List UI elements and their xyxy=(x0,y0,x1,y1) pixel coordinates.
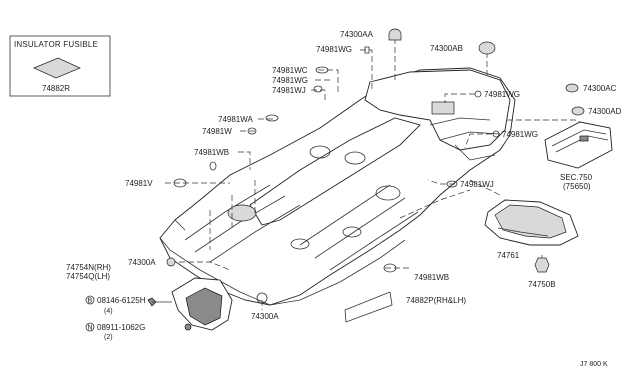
left-sill xyxy=(159,219,271,306)
right-floor-ribs xyxy=(299,184,419,271)
label-08146-qty: (4) xyxy=(104,308,113,315)
leader-74300A-left xyxy=(170,261,231,271)
center-tunnel xyxy=(249,117,421,226)
clip-74981WA-icon xyxy=(265,114,279,122)
under-cover-panel xyxy=(494,204,567,239)
insulator-fusible-inset: INSULATOR FUSIBLE 74882R xyxy=(9,35,111,97)
leader-74981WJ-left xyxy=(311,89,326,100)
label-08911-qty: (2) xyxy=(104,334,113,341)
under-cover-74761 xyxy=(484,199,579,273)
clip-74981WB-icon xyxy=(209,161,217,171)
crossmember-body xyxy=(544,121,613,169)
plug-74300AC-icon xyxy=(565,83,579,93)
under-cover-rib xyxy=(497,227,549,237)
label-74754N: 74754N(RH) xyxy=(66,263,111,272)
label-74761: 74761 xyxy=(497,251,520,260)
label-74300AA: 74300AA xyxy=(340,30,374,39)
label-74981W: 74981W xyxy=(202,127,232,136)
leader-74981WC xyxy=(318,69,339,95)
insulator-strip-outline xyxy=(344,291,393,323)
clip-74981WG-right-icon xyxy=(474,90,482,98)
leader-74981WG-low xyxy=(464,133,492,149)
front-edge xyxy=(269,239,406,306)
inset-part-number: 74882R xyxy=(42,84,70,93)
clip-74981V-icon xyxy=(173,178,187,188)
inset-frame xyxy=(9,35,111,97)
leader-74981WJ-right xyxy=(427,179,455,185)
label-74981WJ-left: 74981WJ xyxy=(272,86,306,95)
insulator-pad-icon xyxy=(33,57,81,79)
label-74754Q: 74754Q(LH) xyxy=(66,272,110,281)
label-74981V: 74981V xyxy=(125,179,153,188)
label-74300A-bottom: 74300A xyxy=(251,312,279,321)
rear-crossmember-part xyxy=(544,121,613,169)
label-sec-750: SEC.750 xyxy=(560,173,593,182)
label-74981WB-bottom: 74981WB xyxy=(414,273,449,282)
plug-74300A-bottom-icon xyxy=(256,292,268,304)
floor-hole xyxy=(309,145,331,159)
front-cover-panel xyxy=(185,287,223,326)
floor-hole xyxy=(375,185,401,201)
label-74981WC: 74981WC xyxy=(272,66,308,75)
floor-hole xyxy=(290,238,310,250)
plug-74300AA-icon xyxy=(388,28,402,41)
clip-74981WB-bottom-icon xyxy=(383,263,397,273)
floor-panel-outline xyxy=(159,67,516,306)
label-74300AC: 74300AC xyxy=(583,84,617,93)
rear-crossmember xyxy=(429,117,501,161)
nut-74750B-icon xyxy=(534,257,550,273)
plug-74300AD-icon xyxy=(571,106,585,116)
label-74981WG-mid: 74981WG xyxy=(272,76,308,85)
part-labels: 74300AA 74300AB 74300AC 74300AD 74981WG … xyxy=(66,30,622,368)
plug-74300A-left-icon xyxy=(166,257,176,267)
nut-08911-icon xyxy=(184,323,192,331)
floor-hole xyxy=(342,226,362,238)
label-74981WB: 74981WB xyxy=(194,148,229,157)
label-74981WG-top: 74981WG xyxy=(316,45,352,54)
leader-74981WG-right xyxy=(444,93,475,103)
label-74981WJ-right: 74981WJ xyxy=(460,180,494,189)
floor-hole xyxy=(344,151,366,165)
rear-floor-bracket xyxy=(431,101,455,115)
leader-74981WB xyxy=(238,151,251,170)
nut-prefix: N xyxy=(88,325,93,332)
label-sec-750-sub: (75650) xyxy=(563,182,591,191)
phantom-lines-left xyxy=(209,180,256,250)
bolt-prefix-circle xyxy=(85,295,95,305)
label-74981WG-right: 74981WG xyxy=(484,90,520,99)
label-74981WA: 74981WA xyxy=(218,115,254,124)
nut-prefix-circle xyxy=(85,322,95,332)
clip-74981W-icon xyxy=(247,127,257,135)
label-74882P: 74882P(RH&LH) xyxy=(406,296,466,305)
front-under-cover-74754 xyxy=(147,277,233,331)
clip-74981WG-top-icon xyxy=(364,46,370,54)
inset-title: INSULATOR FUSIBLE xyxy=(14,40,98,49)
label-08146: 08146-6125H xyxy=(97,296,146,305)
plug-74300AB-icon xyxy=(478,41,496,55)
grommets xyxy=(166,28,585,304)
clip-74981WG-low-icon xyxy=(492,130,500,138)
leader-74761 xyxy=(469,179,501,196)
insulator-strip-74882P xyxy=(344,291,393,323)
label-74300AD: 74300AD xyxy=(588,107,622,116)
floor-panel-assembly xyxy=(159,67,516,306)
label-74300AB: 74300AB xyxy=(430,44,463,53)
label-74750B: 74750B xyxy=(528,280,556,289)
label-08911: 08911-1062G xyxy=(97,323,145,332)
footer-code: J7 800 K xyxy=(580,361,608,368)
label-74981WG-low: 74981WG xyxy=(502,130,538,139)
leader-74981WG-top xyxy=(360,49,373,90)
floor-hole xyxy=(227,204,257,222)
phantom-lines-right xyxy=(399,189,471,219)
dashed-leader-lines xyxy=(165,38,601,310)
clip-74981WC-icon xyxy=(315,66,329,74)
clip-74981WJ-right-icon xyxy=(446,180,458,188)
bolt-prefix: B xyxy=(88,298,93,305)
clip-74981WJ-left-icon xyxy=(313,85,323,93)
crossmember-slot xyxy=(579,135,589,142)
label-74300A-left: 74300A xyxy=(128,258,156,267)
